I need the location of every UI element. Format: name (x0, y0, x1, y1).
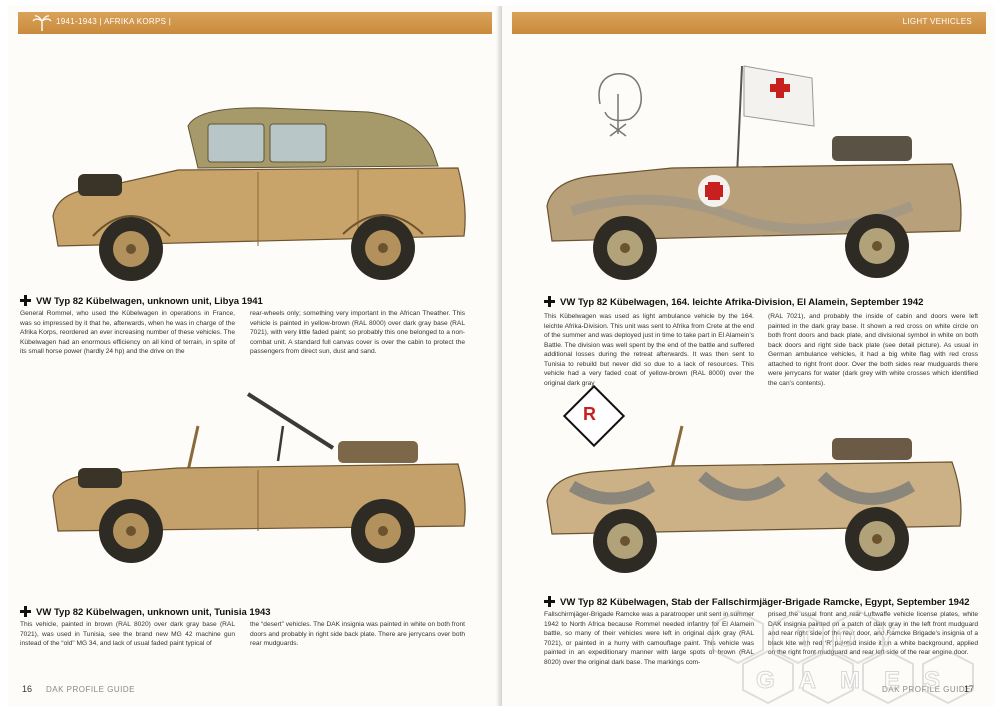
header-section-title: 1941-1943 | AFRIKA KORPS | (56, 17, 172, 26)
iron-cross-icon (544, 296, 555, 307)
profile-text-4-col2: prised the usual front and rear Luftwaff… (768, 611, 978, 656)
right-header-band: LIGHT VEHICLES (512, 12, 986, 34)
iron-cross-icon (544, 596, 555, 607)
footer-right: DAK PROFILE GUIDE (882, 685, 971, 694)
insignia-letter: R (583, 404, 596, 424)
open-book-spread: 1941-1943 | AFRIKA KORPS | VW Typ 82 Küb… (8, 6, 994, 706)
dak-palm-swastika-insignia-icon (598, 73, 642, 137)
palm-tree-icon (32, 15, 52, 31)
iron-cross-icon (20, 606, 31, 617)
profile-text-4-col1: Fallschirmjäger-Brigade Ramcke was a par… (544, 611, 754, 666)
page-number-left: 16 (22, 684, 33, 694)
watermark-bottom-text: GAMES (756, 667, 964, 694)
page-number-right: 17 (964, 684, 975, 694)
left-page: 1941-1943 | AFRIKA KORPS | VW Typ 82 Küb… (8, 6, 500, 706)
profile-illustration-ambulance (546, 65, 962, 280)
profile-text-2-col1: This vehicle, painted in brown (RAL 8020… (20, 621, 235, 647)
iron-cross-icon (20, 295, 31, 306)
right-page: LIGHT VEHICLES VW Typ 82 Kübelwagen, 164… (502, 6, 994, 706)
profile-illustration-ramcke (546, 425, 962, 573)
header-chapter-title: LIGHT VEHICLES (902, 17, 972, 26)
profile-text-1-col2: rear-wheels only; something very importa… (250, 310, 465, 355)
left-header-band: 1941-1943 | AFRIKA KORPS | (18, 12, 492, 34)
profile-caption-3: VW Typ 82 Kübelwagen, 164. leichte Afrik… (544, 296, 923, 308)
watermark-top-text: TOY (798, 622, 917, 652)
profile-illustration-libya (52, 107, 466, 281)
profile-illustration-tunisia (52, 392, 466, 563)
profile-caption-1: VW Typ 82 Kübelwagen, unknown unit, Liby… (20, 295, 263, 307)
profile-caption-4: VW Typ 82 Kübelwagen, Stab der Fallschir… (544, 596, 970, 608)
toy-games-watermark: TOY GAMES (712, 609, 974, 705)
profile-text-2-col2: the “desert” vehicles. The DAK insignia … (250, 621, 465, 647)
footer-left: DAK PROFILE GUIDE (46, 685, 135, 694)
profile-text-3-col2: (RAL 7021), and probably the inside of c… (768, 313, 978, 387)
profile-text-1-col1: General Rommel, who used the Kübelwagen … (20, 310, 235, 355)
profile-caption-2: VW Typ 82 Kübelwagen, unknown unit, Tuni… (20, 606, 271, 618)
profile-text-3-col1: This Kübelwagen was used as light ambula… (544, 313, 754, 387)
